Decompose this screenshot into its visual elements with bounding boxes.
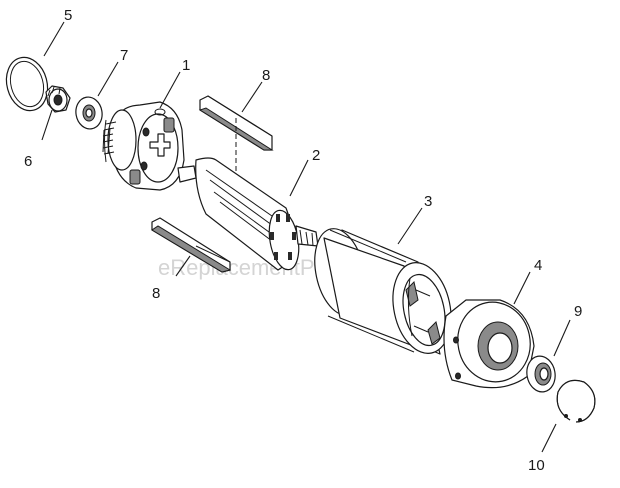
callout-10: 10 — [528, 457, 545, 474]
callout-9: 9 — [574, 303, 582, 320]
callout-2: 2 — [312, 147, 320, 164]
part-9-bearing — [526, 355, 556, 393]
callout-7: 7 — [120, 47, 128, 64]
part-5-o-ring — [5, 56, 49, 112]
leader-lines — [41, 21, 571, 453]
callout-4: 4 — [534, 257, 542, 274]
part-3-housing — [314, 228, 452, 355]
part-10-retaining-ring — [556, 379, 596, 423]
part-8-magnet-bottom — [151, 217, 232, 273]
part-4-end-bell — [443, 299, 535, 389]
callout-1: 1 — [182, 57, 190, 74]
callout-5: 5 — [64, 7, 72, 24]
callout-8-bottom: 8 — [152, 285, 160, 302]
callout-6: 6 — [24, 153, 32, 170]
part-1-end-cap — [102, 101, 185, 191]
part-6-gear-nut — [45, 85, 71, 113]
part-2-armature — [177, 157, 319, 271]
callout-3: 3 — [424, 193, 432, 210]
part-7-washer — [75, 96, 103, 130]
callout-8-top: 8 — [262, 67, 270, 84]
